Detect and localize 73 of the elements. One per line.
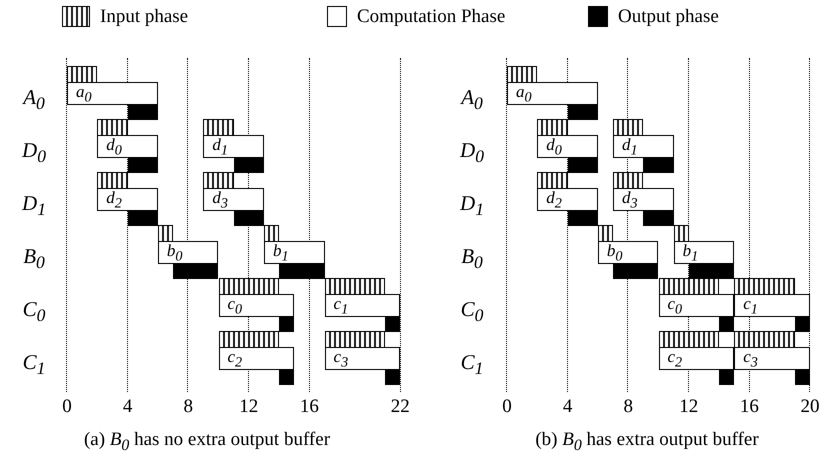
computation-phase-bar	[324, 347, 400, 370]
computation-phase-bar	[203, 188, 264, 211]
row-label: A$_{0}$	[21, 87, 46, 113]
computation-phase-bar	[674, 241, 734, 264]
bar-label: b$_{0}$	[166, 242, 182, 264]
computation-phase-bar	[613, 135, 674, 158]
caption: (b) B$_{0}$ has extra output buffer	[534, 430, 760, 454]
bar-label: d$_{3}$	[622, 188, 638, 210]
computation-phase-bar	[598, 241, 658, 264]
tick-label: 16	[298, 397, 320, 416]
computation-phase-bar	[218, 294, 294, 317]
bar-label: c$_{1}$	[334, 294, 348, 316]
computation-phase-bar	[537, 188, 598, 211]
tick-label: 0	[61, 397, 73, 416]
tick-label: 8	[182, 397, 194, 416]
computation-phase-bar	[97, 188, 158, 211]
row-label: A$_{0}$	[459, 87, 484, 113]
row-label: C$_{1}$	[22, 352, 46, 378]
bar-label: c$_{0}$	[228, 294, 242, 316]
bar-label: c$_{1}$	[743, 294, 758, 316]
computation-phase-bar	[158, 241, 218, 264]
tick-label: 12	[678, 397, 700, 416]
computation-phase-bar	[658, 347, 734, 370]
bar-label: d$_{1}$	[622, 136, 638, 158]
row-label: B$_{0}$	[460, 246, 484, 272]
tick-label: 16	[738, 397, 760, 416]
tick-label: 0	[501, 397, 513, 416]
computation-phase-bar	[734, 294, 810, 317]
bar-label: d$_{3}$	[212, 188, 228, 210]
computation-phase-bar	[613, 188, 674, 211]
computation-phase-bar	[537, 135, 598, 158]
caption: (a) B$_{0}$ has no extra output buffer	[82, 430, 332, 454]
bar-label: c$_{2}$	[668, 348, 682, 370]
bar-label: d$_{2}$	[546, 188, 562, 210]
legend-label: Computation Phase	[357, 7, 506, 26]
row-label: B$_{0}$	[22, 246, 46, 272]
computation-phase-bar	[67, 82, 158, 105]
bar-label: c$_{3}$	[743, 348, 758, 370]
row-label: C$_{0}$	[22, 299, 46, 325]
row-label: D$_{1}$	[458, 193, 485, 219]
bar-label: c$_{0}$	[668, 294, 682, 316]
bar-label: a$_{0}$	[516, 82, 532, 104]
bar-label: d$_{0}$	[546, 136, 562, 158]
bar-label: b$_{1}$	[682, 242, 698, 264]
row-label: D$_{1}$	[20, 193, 47, 219]
tick-label: 8	[622, 397, 634, 416]
computation-phase-bar	[507, 82, 598, 105]
legend-label: Output phase	[618, 7, 719, 26]
computation-phase-bar	[658, 294, 734, 317]
computation-phase-bar	[97, 135, 158, 158]
row-label: D$_{0}$	[20, 140, 47, 166]
row-label: D$_{0}$	[458, 140, 485, 166]
tick-label: 12	[238, 397, 260, 416]
tick-label: 4	[122, 397, 134, 416]
tick-label: 4	[562, 397, 574, 416]
legend-label: Input phase	[100, 7, 188, 26]
bar-label: b$_{0}$	[606, 242, 622, 264]
bar-label: c$_{2}$	[228, 348, 242, 370]
row-label: C$_{0}$	[460, 299, 484, 325]
bar-label: c$_{3}$	[334, 348, 348, 370]
computation-phase-bar	[734, 347, 810, 370]
bar-label: d$_{2}$	[106, 188, 122, 210]
row-label: C$_{1}$	[460, 352, 484, 378]
bar-label: a$_{0}$	[76, 82, 92, 104]
bar-label: b$_{1}$	[272, 242, 289, 264]
computation-phase-bar	[264, 241, 325, 264]
computation-phase-bar	[324, 294, 400, 317]
bar-label: d$_{1}$	[212, 136, 228, 158]
tick-label: 20	[800, 397, 820, 416]
computation-phase-bar	[203, 135, 264, 158]
computation-phase-bar	[218, 347, 294, 370]
tick-label: 22	[390, 397, 411, 416]
bar-label: d$_{0}$	[106, 136, 122, 158]
